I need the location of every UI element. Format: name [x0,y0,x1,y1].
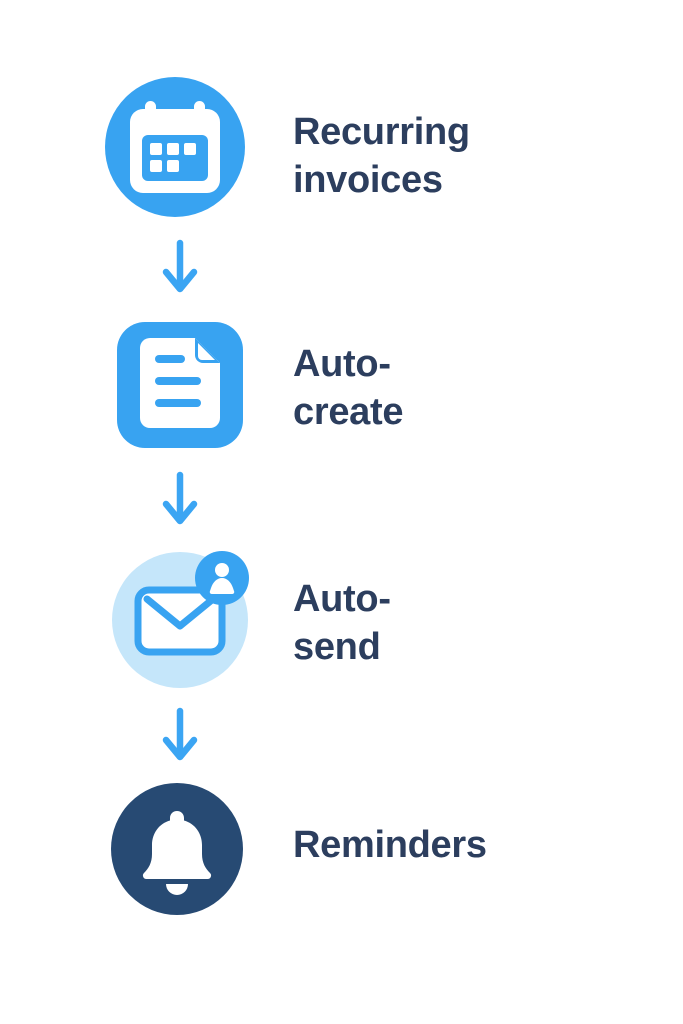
user-badge [195,551,249,605]
down-arrow-icon [162,471,198,525]
step-label-reminders: Reminders [293,824,487,866]
envelope-icon [134,586,226,656]
user-badge-icon [209,563,235,595]
document-icon-container [117,322,243,448]
bell-icon-container [111,783,243,915]
step-label-recurring-invoices: Recurring invoices [293,111,470,201]
down-arrow-icon [162,707,198,761]
step-label-auto-send: Auto- send [293,578,391,668]
step-label-auto-create: Auto- create [293,343,404,433]
calendar-icon [130,101,220,193]
bell-icon [142,811,212,895]
document-icon [140,338,220,428]
calendar-icon-container [105,77,245,217]
down-arrow-icon [162,239,198,293]
envelope-icon-container [112,551,249,688]
